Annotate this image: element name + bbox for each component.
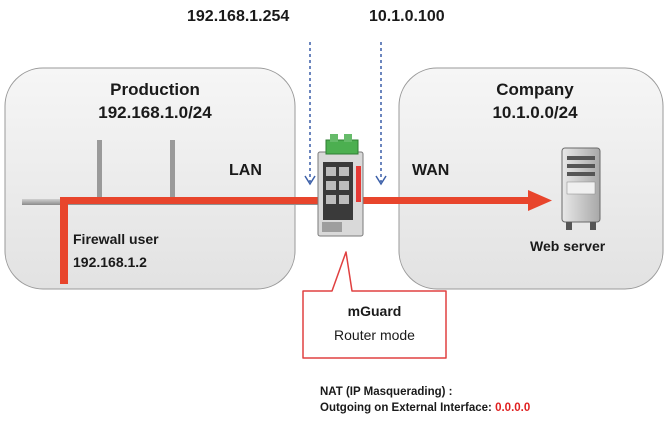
lan-label: LAN: [229, 162, 262, 179]
nat-note-line1: NAT (IP Masquerading) :: [320, 386, 453, 398]
nat-note-prefix: Outgoing on External Interface:: [320, 402, 492, 414]
router-device-icon: [317, 134, 364, 237]
nat-note-value: 0.0.0.0: [495, 402, 531, 414]
company-zone: [398, 67, 664, 290]
wan-label: WAN: [412, 162, 450, 179]
production-zone: [4, 67, 296, 290]
host-drop-1: [97, 140, 102, 200]
web-server-label: Web server: [530, 238, 606, 254]
company-subnet: 10.1.0.0/24: [492, 103, 578, 122]
lan-gateway-ip: 192.168.1.254: [187, 8, 290, 25]
dashed-arrow-down-icon: [304, 42, 316, 186]
company-title: Company: [496, 80, 574, 99]
web-server-icon: [561, 147, 601, 230]
firewall-user-label: Firewall user: [73, 231, 159, 247]
production-title: Production: [110, 80, 200, 99]
callout-box: [302, 251, 447, 359]
dashed-arrow-down-icon: [375, 42, 387, 186]
production-subnet: 192.168.1.0/24: [98, 103, 212, 122]
host-drop-2: [170, 140, 175, 200]
callout-device: mGuard: [347, 303, 402, 319]
wan-ip: 10.1.0.100: [369, 8, 445, 25]
firewall-user-ip: 192.168.1.2: [73, 254, 147, 270]
traffic-arrow: [60, 190, 552, 284]
nat-note-line2: Outgoing on External Interface: 0.0.0.0: [320, 402, 530, 414]
callout-mode: Router mode: [334, 327, 415, 343]
